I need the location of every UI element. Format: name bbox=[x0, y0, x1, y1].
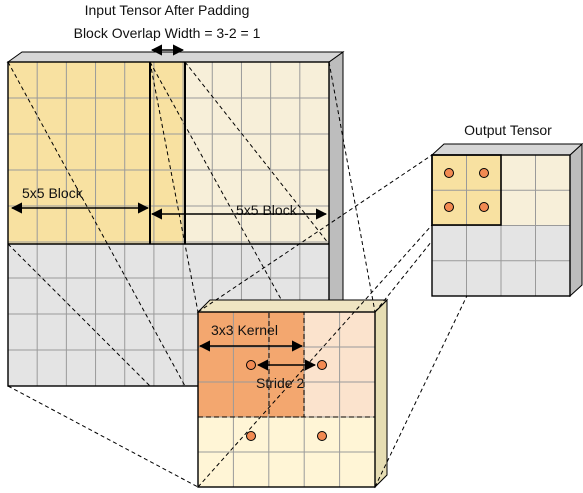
diagram-title-line2: Block Overlap Width = 3-2 = 1 bbox=[74, 25, 261, 41]
sample-dot bbox=[246, 360, 256, 370]
padding-diagonal bbox=[7, 243, 151, 387]
block-left-label: 5x5 Block bbox=[22, 185, 84, 201]
output-dot bbox=[479, 202, 489, 212]
block-anti-diagonal bbox=[184, 61, 330, 245]
projection-line bbox=[328, 61, 376, 313]
output-dot bbox=[444, 168, 454, 178]
sample-dot bbox=[246, 431, 256, 441]
output-dot bbox=[444, 202, 454, 212]
kernel-label: 3x3 Kernel bbox=[211, 322, 278, 338]
output-side-face bbox=[569, 142, 583, 298]
projection-line bbox=[7, 385, 199, 488]
detail-side-face bbox=[374, 298, 388, 489]
detail-top-face bbox=[196, 299, 389, 313]
projection-line bbox=[149, 61, 199, 313]
output-block-outline bbox=[431, 154, 502, 226]
block-detail: 3x3 Kernel Stride 2 bbox=[196, 298, 389, 489]
output-top-face bbox=[430, 143, 583, 156]
output-tensor bbox=[430, 142, 583, 298]
sample-dot bbox=[317, 360, 327, 370]
projection-line bbox=[197, 154, 433, 313]
sample-dot bbox=[317, 431, 327, 441]
kernel-outline bbox=[197, 311, 305, 418]
block-right-label: 5x5 Block bbox=[236, 202, 298, 218]
diagram-title-line1: Input Tensor After Padding bbox=[85, 2, 250, 18]
output-tensor-label: Output Tensor bbox=[464, 122, 552, 138]
input-tensor-top-face bbox=[6, 51, 345, 63]
block-left-region bbox=[8, 62, 150, 244]
projection-line bbox=[197, 224, 433, 488]
stride-label: Stride 2 bbox=[256, 375, 304, 391]
output-dot bbox=[479, 168, 489, 178]
block-left-diagonal bbox=[7, 61, 186, 387]
